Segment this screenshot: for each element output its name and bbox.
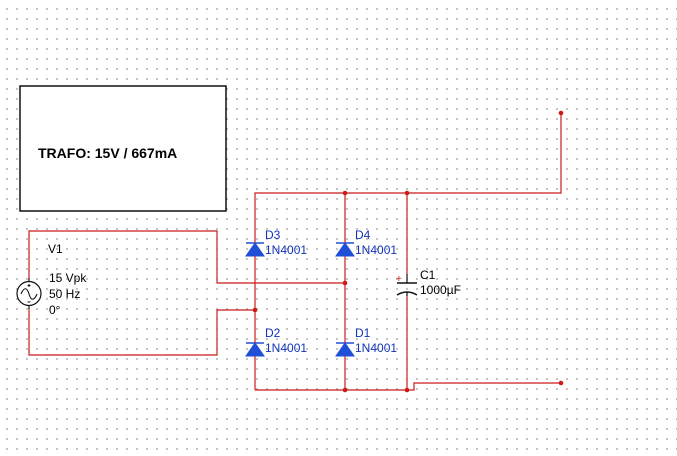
diode-part-label: 1N4001 bbox=[265, 243, 307, 257]
capacitor-value-label: 1000µF bbox=[420, 283, 461, 297]
diode-d3[interactable]: D3 1N4001 bbox=[245, 228, 307, 262]
trafo-note-text: TRAFO: 15V / 667mA bbox=[38, 145, 177, 161]
junction-dots bbox=[252, 110, 564, 393]
diode-symbol-icon bbox=[335, 242, 355, 257]
diode-part-label: 1N4001 bbox=[265, 341, 307, 355]
diode-ref-label: D1 bbox=[355, 326, 371, 340]
junction-dot bbox=[404, 190, 410, 196]
diode-ref-label: D2 bbox=[265, 326, 281, 340]
capacitor-c1[interactable]: + C1 1000µF bbox=[396, 268, 461, 297]
wire-top-rail bbox=[254, 113, 562, 236]
polarity-plus-icon: + bbox=[396, 274, 402, 285]
junction-dot bbox=[252, 307, 258, 313]
diode-symbol-icon bbox=[245, 242, 265, 257]
source-ref-label: V1 bbox=[48, 242, 63, 256]
source-wires bbox=[28, 230, 345, 356]
diode-symbol-icon bbox=[335, 342, 355, 357]
ac-source-v1[interactable]: V1 15 Vpk 50 Hz 0° bbox=[16, 242, 87, 317]
diode-ref-label: D4 bbox=[355, 228, 371, 242]
diode-part-label: 1N4001 bbox=[355, 243, 397, 257]
junction-dot bbox=[404, 387, 410, 393]
wire-source-top bbox=[28, 230, 345, 284]
source-phase-label: 0° bbox=[49, 303, 61, 317]
diode-part-label: 1N4001 bbox=[355, 341, 397, 355]
diode-d1[interactable]: D1 1N4001 bbox=[335, 326, 397, 362]
wire-bottom-rail bbox=[255, 382, 561, 391]
junction-dot bbox=[342, 387, 348, 393]
junction-dot bbox=[342, 280, 348, 286]
source-amplitude-label: 15 Vpk bbox=[49, 271, 87, 285]
trafo-note-box[interactable]: TRAFO: 15V / 667mA bbox=[19, 85, 227, 212]
diode-d4[interactable]: D4 1N4001 bbox=[335, 228, 397, 262]
capacitor-ref-label: C1 bbox=[420, 268, 436, 282]
diode-ref-label: D3 bbox=[265, 228, 281, 242]
output-terminal-negative[interactable] bbox=[558, 380, 564, 386]
sine-wave-icon bbox=[20, 288, 38, 300]
output-terminal-positive[interactable] bbox=[558, 110, 564, 116]
wire-source-bottom bbox=[28, 309, 255, 356]
diode-symbol-icon bbox=[245, 342, 265, 357]
source-frequency-label: 50 Hz bbox=[49, 287, 80, 301]
junction-dot bbox=[342, 190, 348, 196]
diode-d2[interactable]: D2 1N4001 bbox=[245, 326, 307, 362]
